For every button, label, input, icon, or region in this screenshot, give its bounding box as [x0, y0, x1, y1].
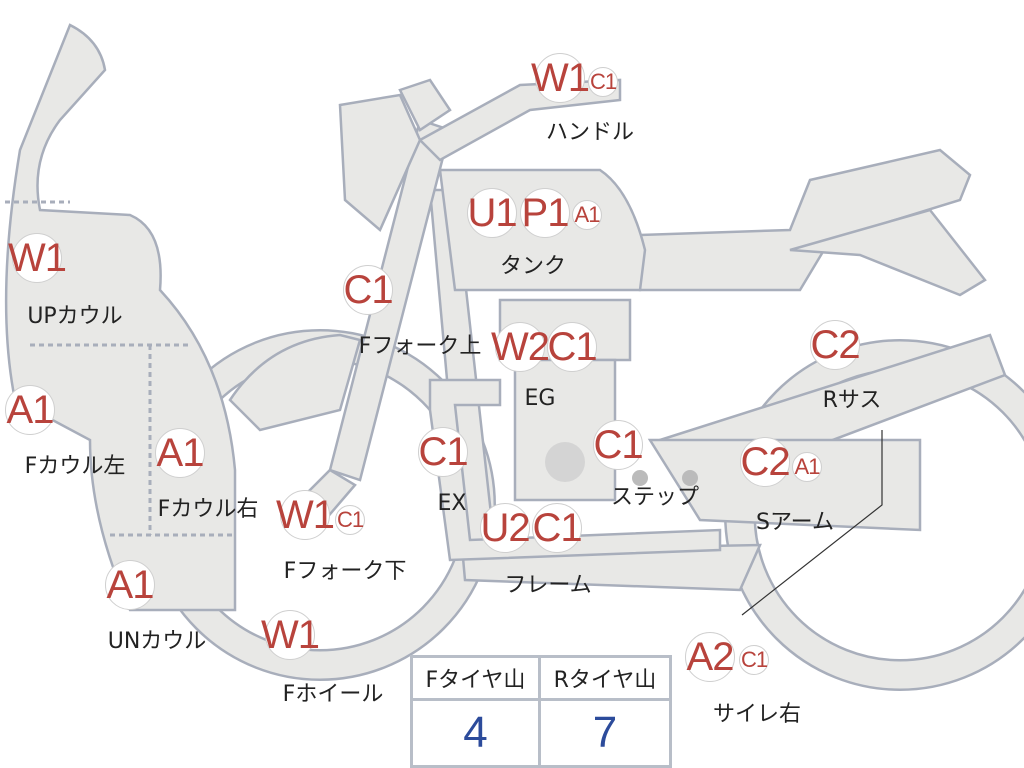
- front-tire-value: 4: [410, 698, 541, 768]
- condition-code-badge: W1: [276, 490, 335, 540]
- condition-code-badge: C1: [588, 67, 618, 97]
- condition-code-badge: C1: [335, 505, 365, 535]
- condition-code-badge: A1: [155, 428, 205, 478]
- condition-code-badge: C1: [739, 645, 769, 675]
- condition-code-badge: W1: [261, 610, 320, 660]
- part-label: タンク: [499, 254, 567, 279]
- condition-code-badge: C1: [532, 503, 583, 553]
- rear-tire-value: 7: [537, 698, 673, 768]
- condition-code-badge: C1: [593, 420, 644, 470]
- part-label: Fフォーク下: [283, 559, 407, 584]
- part-label: ハンドル: [545, 120, 635, 145]
- condition-code-badge: C1: [418, 427, 469, 477]
- part-label: UNカウル: [107, 629, 207, 654]
- front-tire-header: Fタイヤ山: [410, 655, 541, 701]
- part-label: フレーム: [504, 573, 592, 598]
- part-label: Fフォーク上: [358, 334, 482, 359]
- condition-code-badge: A1: [572, 200, 602, 230]
- condition-code-badge: C1: [343, 265, 394, 315]
- part-label: Fカウル左: [24, 454, 126, 479]
- part-label: サイレ右: [712, 702, 802, 727]
- part-label: UPカウル: [27, 304, 123, 329]
- tire-tread-table: Fタイヤ山 Rタイヤ山 4 7: [410, 655, 673, 768]
- part-label: Rサス: [822, 388, 882, 413]
- part-label: EX: [437, 491, 467, 516]
- part-label: EG: [524, 386, 556, 411]
- condition-code-badge: C2: [740, 437, 791, 487]
- condition-code-badge: A1: [792, 452, 822, 482]
- seat: [638, 148, 972, 292]
- part-label: ステップ: [610, 485, 700, 510]
- part-label: Sアーム: [756, 510, 834, 535]
- condition-code-badge: A2: [685, 632, 735, 682]
- condition-code-badge: W1: [531, 53, 590, 103]
- condition-code-badge: U1: [467, 188, 518, 238]
- rear-tire-header: Rタイヤ山: [537, 655, 673, 701]
- condition-code-badge: W2: [491, 322, 550, 372]
- condition-code-badge: C2: [810, 320, 861, 370]
- condition-code-badge: W1: [8, 233, 67, 283]
- condition-code-badge: P1: [520, 188, 570, 238]
- condition-code-badge: U2: [480, 503, 531, 553]
- condition-code-badge: C1: [547, 322, 598, 372]
- leader-line: [741, 430, 883, 616]
- part-label: Fカウル右: [157, 497, 259, 522]
- condition-code-badge: A1: [105, 560, 155, 610]
- part-label: Fホイール: [282, 682, 384, 707]
- condition-code-badge: A1: [5, 385, 55, 435]
